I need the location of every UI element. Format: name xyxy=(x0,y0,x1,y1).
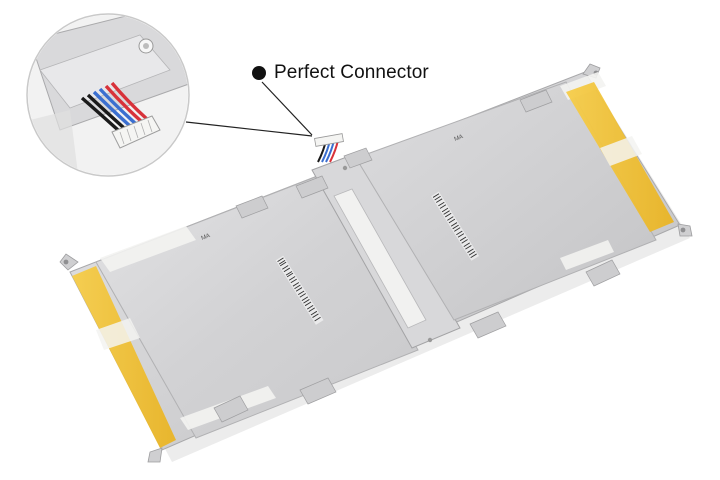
battery-connector xyxy=(314,133,344,163)
callout-leader-line xyxy=(261,81,313,136)
battery-center-bridge xyxy=(311,151,461,349)
yellow-tape-left xyxy=(72,266,176,448)
cell-marking-left: MA xyxy=(201,233,212,242)
frame-clips xyxy=(213,89,621,423)
bullet-dot-icon xyxy=(252,66,266,80)
barcode-right xyxy=(431,191,480,261)
cell-marking-right: MA xyxy=(454,134,465,143)
connector-zoom-inset xyxy=(26,13,190,177)
barcode-left xyxy=(275,255,324,325)
perfect-connector-callout: Perfect Connector xyxy=(252,60,429,86)
zoom-leader-line xyxy=(185,121,313,137)
callout-label: Perfect Connector xyxy=(274,62,429,83)
yellow-tape-right xyxy=(566,82,674,232)
